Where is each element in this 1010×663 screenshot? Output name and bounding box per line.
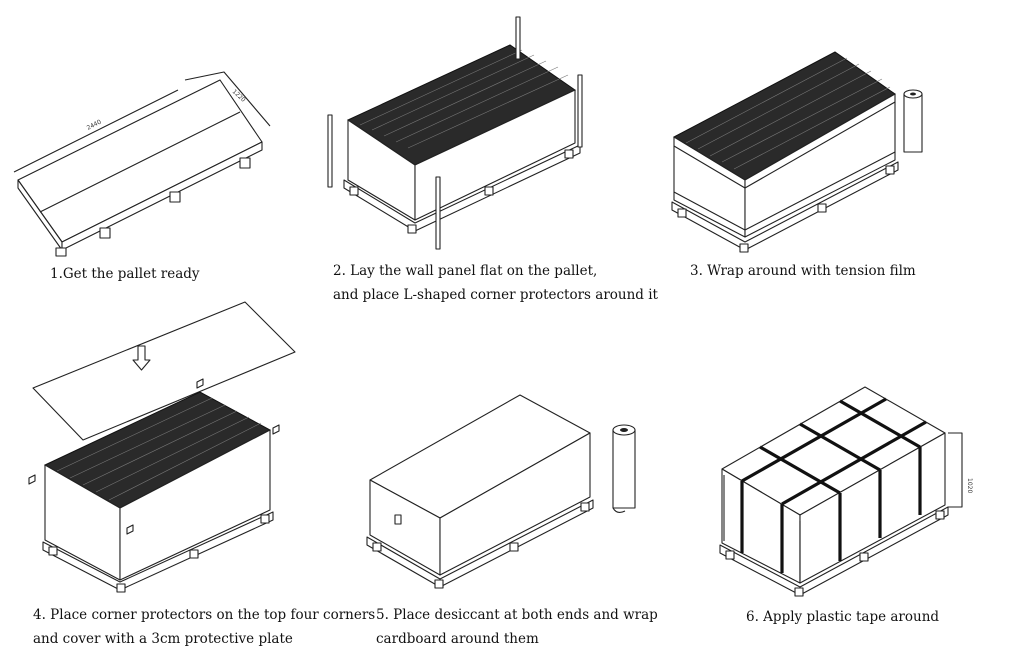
step1-caption: 1.Get the pallet ready — [50, 262, 200, 286]
step5-caption: 5. Place desiccant at both ends and wrap… — [376, 603, 658, 651]
film-roll — [903, 89, 923, 153]
step3-caption-line1: 3. Wrap around with tension film — [690, 263, 916, 279]
corner-protector — [577, 74, 583, 148]
corner-protector — [515, 16, 521, 60]
step2-caption-line1: 2. Lay the wall panel flat on the pallet… — [333, 263, 598, 279]
step4-cover-illustration — [28, 301, 296, 593]
desiccant-pack — [394, 514, 402, 525]
step3-caption: 3. Wrap around with tension film — [690, 259, 916, 283]
corner-protector — [28, 474, 36, 485]
corner-protector — [435, 176, 441, 250]
step5-caption-line2: cardboard around them — [376, 631, 539, 647]
corner-protector — [327, 114, 333, 188]
step6-caption-line1: 6. Apply plastic tape around — [746, 609, 940, 625]
panel-ribs — [359, 49, 569, 149]
step4-caption-line1: 4. Place corner protectors on the top fo… — [33, 607, 376, 623]
step2-panels-illustration — [327, 16, 583, 250]
down-arrow — [132, 345, 151, 371]
step4-caption-line2: and cover with a 3cm protective plate — [33, 631, 293, 647]
panel-ribs — [56, 397, 262, 501]
pallet-length-label: 2440 — [86, 119, 103, 132]
step2-caption-line2: and place L-shaped corner protectors aro… — [333, 287, 658, 303]
step6-strapping-illustration: 1020 — [719, 386, 973, 597]
panel-ribs — [685, 57, 891, 170]
stack-height-label: 1020 — [966, 478, 973, 493]
corner-protector — [272, 424, 280, 435]
corner-protector — [196, 378, 204, 389]
cardboard-roll — [612, 424, 636, 514]
step1-caption-line1: 1.Get the pallet ready — [50, 266, 200, 282]
protective-plate — [32, 301, 296, 441]
step5-cardboard-illustration — [366, 394, 636, 589]
step6-caption: 6. Apply plastic tape around — [746, 605, 939, 629]
step5-caption-line1: 5. Place desiccant at both ends and wrap — [376, 607, 658, 623]
step3-wrap-illustration — [671, 51, 923, 253]
step4-caption: 4. Place corner protectors on the top fo… — [33, 603, 375, 651]
corner-protector — [126, 524, 134, 535]
step2-caption: 2. Lay the wall panel flat on the pallet… — [333, 259, 658, 307]
step1-pallet-illustration: 2440 1220 — [13, 71, 271, 257]
